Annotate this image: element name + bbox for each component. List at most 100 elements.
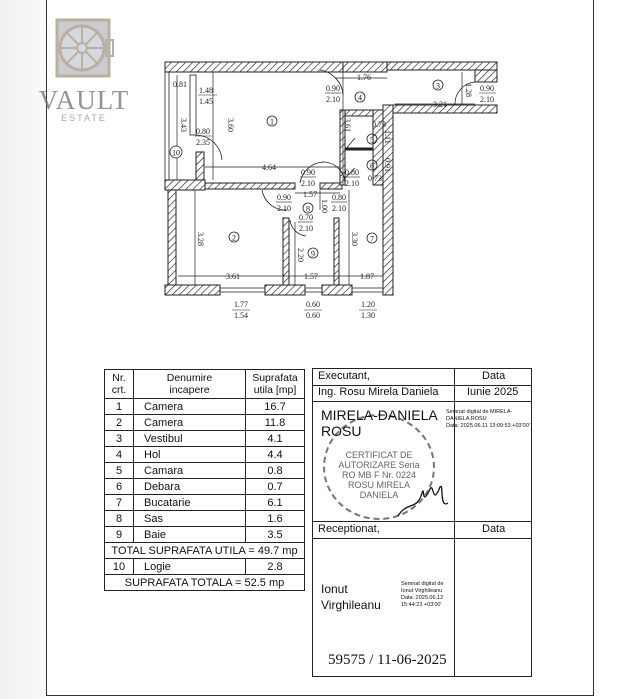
vault-door-icon xyxy=(55,18,114,78)
room-number-7: 7 xyxy=(370,235,374,244)
room-number-9: 9 xyxy=(311,250,315,259)
dimension-labels: 0.81 1.481.45 3.43 0.802.35 3.60 4.64 0.… xyxy=(173,73,496,320)
window-and-door-lines xyxy=(164,69,476,293)
svg-text:2.20: 2.20 xyxy=(296,248,305,262)
walls xyxy=(164,61,498,296)
svg-text:3.60: 3.60 xyxy=(226,118,235,132)
svg-text:3.43: 3.43 xyxy=(179,118,188,132)
signer1-name-line1: MIRELA-DANIELA xyxy=(321,407,438,423)
svg-text:0.90: 0.90 xyxy=(277,193,291,202)
authorization-stamp: CERTIFICAT DE AUTORIZARE Seria RO MB F N… xyxy=(323,414,435,520)
svg-text:0.80: 0.80 xyxy=(332,193,346,202)
svg-text:1.57: 1.57 xyxy=(304,272,318,281)
receptionat-label: Receptionat, xyxy=(318,523,380,535)
svg-text:0.80: 0.80 xyxy=(345,168,359,177)
svg-text:1.54: 1.54 xyxy=(234,311,248,320)
signer1-name-line2: ROSU xyxy=(321,423,362,439)
svg-text:0.90: 0.90 xyxy=(480,84,494,93)
svg-text:3.61: 3.61 xyxy=(226,272,240,281)
svg-text:0.80: 0.80 xyxy=(196,127,210,136)
header-denumire: Denumire xyxy=(166,372,213,384)
svg-text:1.48: 1.48 xyxy=(199,86,213,95)
executant-name: Ing. Rosu Mirela Daniela xyxy=(318,386,439,398)
total-utila-row: TOTAL SUPRAFATA UTILA = 49.7 mp xyxy=(104,542,305,559)
svg-text:1.77: 1.77 xyxy=(234,300,248,309)
header-nr: Nr. xyxy=(112,372,126,384)
svg-text:1.45: 1.45 xyxy=(199,97,213,106)
room-number-4: 4 xyxy=(358,94,362,103)
room-number-1: 1 xyxy=(270,118,274,127)
svg-text:2.10: 2.10 xyxy=(480,95,494,104)
executant-date: Iunie 2025 xyxy=(467,386,519,398)
dimension-lines xyxy=(176,72,475,285)
room-number-6: 6 xyxy=(370,162,374,171)
executant-label: Executant, xyxy=(318,370,370,382)
svg-text:0.60: 0.60 xyxy=(306,300,320,309)
svg-text:0.73: 0.73 xyxy=(368,174,382,183)
svg-text:0.90: 0.90 xyxy=(301,168,315,177)
svg-text:0.73: 0.73 xyxy=(372,120,386,129)
svg-text:1.11: 1.11 xyxy=(383,130,392,144)
signer1-digital-signature: Semnat digital de MIRELA- DANIELA ROSU D… xyxy=(446,409,530,429)
floor-plan: 1 2 3 4 5 6 7 8 9 10 0.81 1.481.45 3.43 … xyxy=(164,61,498,320)
vault-estate-logo: VAULT ESTATE xyxy=(34,18,134,123)
room-number-3: 3 xyxy=(436,82,440,91)
header-incapere: incapere xyxy=(169,384,210,396)
total-row: SUPRAFATA TOTALA = 52.5 mp xyxy=(104,574,305,591)
scan-margin xyxy=(0,0,46,699)
svg-text:3.28: 3.28 xyxy=(196,232,205,246)
svg-text:3.30: 3.30 xyxy=(350,232,359,246)
data-label-2: Data xyxy=(482,523,506,535)
room-number-2: 2 xyxy=(232,234,236,243)
svg-text:2.10: 2.10 xyxy=(326,95,340,104)
svg-text:1.00: 1.00 xyxy=(320,199,329,213)
room-number-10: 10 xyxy=(172,149,180,158)
svg-text:1.20: 1.20 xyxy=(361,300,375,309)
signature-block: Executant, Data Ing. Rosu Mirela Daniela… xyxy=(312,368,532,677)
handwritten-signature xyxy=(397,485,449,517)
svg-text:0.70: 0.70 xyxy=(299,213,313,222)
header-suprafata: Suprafata xyxy=(252,372,298,384)
svg-text:2.10: 2.10 xyxy=(277,204,291,213)
svg-text:0.81: 0.81 xyxy=(173,80,187,89)
svg-text:1.57: 1.57 xyxy=(303,190,317,199)
room-number-8: 8 xyxy=(306,205,310,214)
svg-text:1.30: 1.30 xyxy=(361,311,375,320)
svg-text:1.76: 1.76 xyxy=(357,73,371,82)
svg-text:1.87: 1.87 xyxy=(360,272,374,281)
svg-text:0.60: 0.60 xyxy=(306,311,320,320)
svg-text:2.10: 2.10 xyxy=(299,224,313,233)
header-utila: utila [mp] xyxy=(253,384,297,396)
logo-word: VAULT xyxy=(38,85,130,115)
data-label: Data xyxy=(482,370,506,382)
svg-text:0.91: 0.91 xyxy=(383,158,392,172)
room-number-5: 5 xyxy=(370,136,374,145)
svg-text:0.90: 0.90 xyxy=(326,84,340,93)
registration-number: 59575 / 11-06-2025 xyxy=(328,652,447,668)
svg-text:2.10: 2.10 xyxy=(332,204,346,213)
signer2-digital-signature: Semnat digital de Ionut Virghileanu Data… xyxy=(401,581,444,608)
svg-text:3.21: 3.21 xyxy=(433,100,447,109)
svg-text:2.10: 2.10 xyxy=(345,179,359,188)
signer2-name-line1: Ionut xyxy=(321,582,348,596)
room-numbers: 1 2 3 4 5 6 7 8 9 10 xyxy=(169,79,444,259)
svg-text:4.64: 4.64 xyxy=(262,163,276,172)
logo-subtitle: ESTATE xyxy=(61,113,107,123)
header-crt: crt. xyxy=(111,384,127,396)
signer2-name-line2: Virghileanu xyxy=(321,598,381,612)
svg-text:2.10: 2.10 xyxy=(301,179,315,188)
svg-text:3.61: 3.61 xyxy=(343,118,352,132)
svg-text:1.28: 1.28 xyxy=(464,83,473,97)
